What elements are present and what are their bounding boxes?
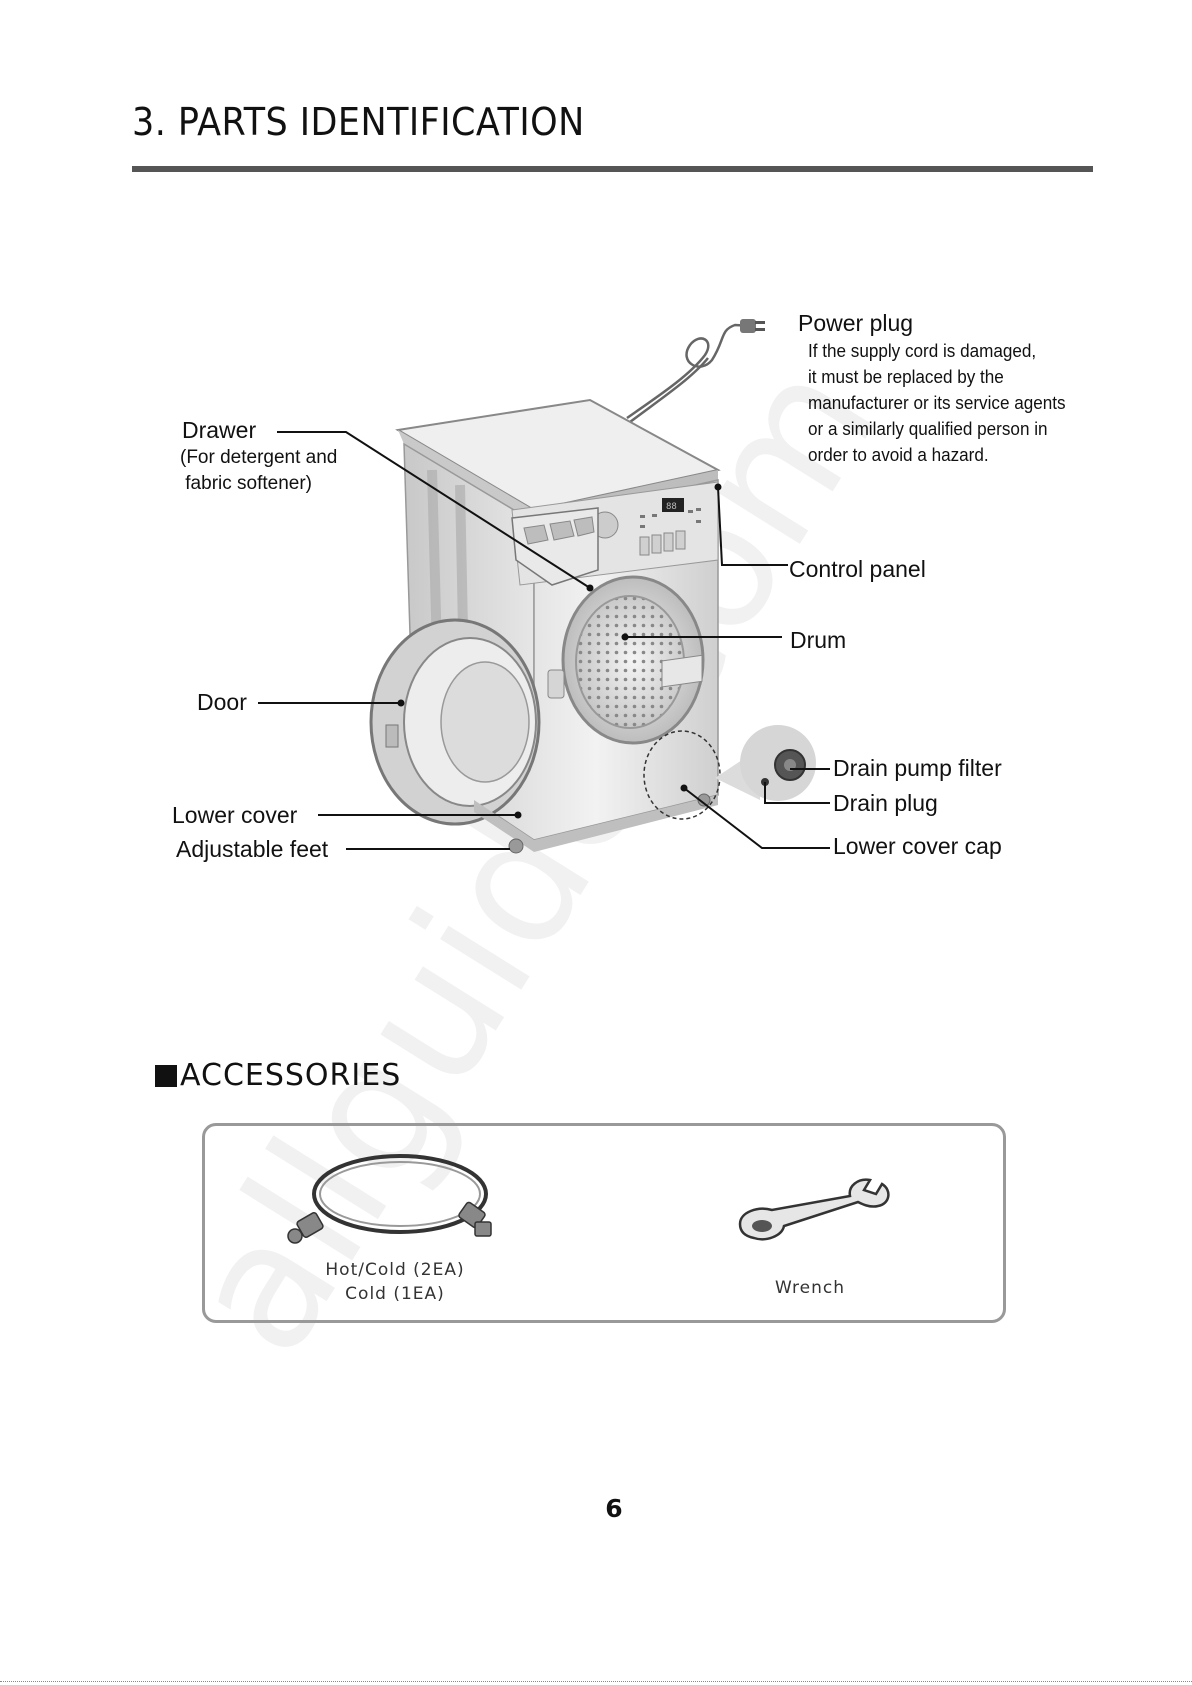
hose-caption: Hot/Cold (2EA) Cold (1EA) [295, 1258, 495, 1306]
power-cord [626, 323, 753, 424]
label-adjustable-feet: Adjustable feet [176, 836, 329, 862]
door [369, 618, 541, 826]
lower-cover-cap [661, 654, 703, 688]
label-drain-plug: Drain plug [833, 790, 938, 816]
note-line: If the supply cord is damaged, [808, 341, 1037, 361]
section-heading-accessories: ACCESSORIES [155, 1058, 401, 1093]
svg-text:88: 88 [666, 502, 677, 512]
label-drum: Drum [790, 627, 847, 653]
adjustable-foot [508, 838, 524, 854]
drawer-note: fabric softener) [180, 473, 312, 494]
hose-caption-line: Cold (1EA) [345, 1284, 445, 1304]
inlet-hose-icon [287, 1154, 492, 1244]
label-lower-cover-cap: Lower cover cap [833, 833, 1002, 859]
page-number: 6 [605, 1494, 623, 1523]
hose-caption-line: Hot/Cold (2EA) [325, 1260, 465, 1280]
washing-machine-diagram: 88 [258, 319, 830, 854]
note-line: order to avoid a hazard. [808, 445, 989, 465]
label-drawer: Drawer [182, 417, 257, 443]
power-plug-icon [740, 319, 765, 333]
label-door: Door [197, 689, 247, 715]
wrench-icon [738, 1178, 890, 1241]
page-title: 3. PARTS IDENTIFICATION [132, 100, 585, 144]
note-line: it must be replaced by the [808, 367, 1004, 387]
page-edge-dots [0, 1681, 1192, 1682]
note-line: manufacturer or its service agents [808, 393, 1066, 413]
label-drain-pump-filter: Drain pump filter [833, 755, 1002, 781]
label-power-plug: Power plug [798, 310, 914, 336]
drawer-note: (For detergent and [180, 447, 338, 468]
accessories-box: Hot/Cold (2EA) Cold (1EA) Wrench [202, 1123, 1006, 1323]
label-control-panel: Control panel [789, 556, 926, 582]
accessories-heading: ACCESSORIES [180, 1058, 402, 1093]
wrench-caption: Wrench [774, 1278, 845, 1298]
note-line: or a similarly qualified person in [808, 419, 1048, 439]
title-rule [132, 166, 1093, 172]
label-lower-cover: Lower cover [172, 802, 298, 828]
square-icon [155, 1064, 177, 1087]
